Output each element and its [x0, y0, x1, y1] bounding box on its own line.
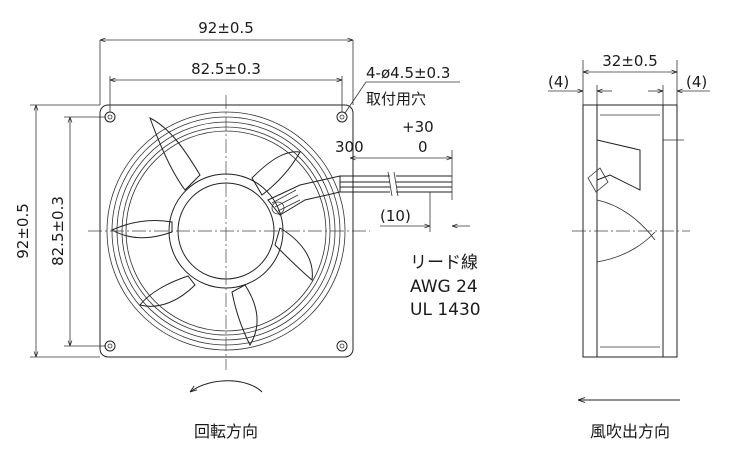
lead-tol-minus: 0 — [418, 138, 428, 156]
flange-right-label: (4) — [686, 73, 707, 91]
dim-height-holes: 82.5±0.3 — [49, 116, 106, 347]
lead-tol-plus: +30 — [402, 118, 434, 136]
flange-left-label: (4) — [548, 73, 569, 91]
width-holes-label: 82.5±0.3 — [191, 60, 261, 78]
dim-lead-length: 300 +30 0 — [335, 118, 453, 200]
dim-width-holes: 82.5±0.3 — [109, 60, 343, 112]
dim-depth: 32±0.5 (4) (4) — [548, 52, 710, 105]
mount-hole-label: 取付用穴 — [366, 90, 426, 108]
lead-wire-spec: リード線 AWG 24 UL 1430 — [410, 253, 481, 320]
lead-wire-standard: UL 1430 — [410, 300, 481, 320]
rotation-label: 回転方向 — [194, 422, 258, 441]
fan-blades — [110, 116, 313, 347]
lead-wire-title: リード線 — [410, 253, 478, 273]
dim-strip-length: (10) — [380, 192, 470, 232]
airflow-indicator: 風吹出方向 — [578, 400, 680, 441]
mount-hole-spec: 4-ø4.5±0.3 — [366, 64, 450, 82]
width-total-label: 92±0.5 — [198, 19, 254, 37]
dim-width-total: 92±0.5 — [99, 19, 354, 105]
lead-wires — [340, 171, 452, 197]
side-view — [572, 104, 690, 358]
height-holes-label: 82.5±0.3 — [49, 196, 67, 266]
strip-length-label: (10) — [380, 207, 411, 225]
lead-wire-gauge: AWG 24 — [410, 277, 478, 297]
dim-height-total: 92±0.5 — [14, 104, 100, 358]
airflow-label: 風吹出方向 — [590, 422, 670, 441]
height-total-label: 92±0.5 — [14, 203, 32, 259]
front-view — [88, 95, 452, 370]
lead-length-label: 300 — [335, 138, 364, 156]
rotation-arrow-icon — [190, 380, 263, 392]
mount-hole-callout: 4-ø4.5±0.3 取付用穴 — [344, 64, 460, 114]
depth-label: 32±0.5 — [602, 52, 658, 70]
rotation-indicator: 回転方向 — [190, 380, 263, 441]
